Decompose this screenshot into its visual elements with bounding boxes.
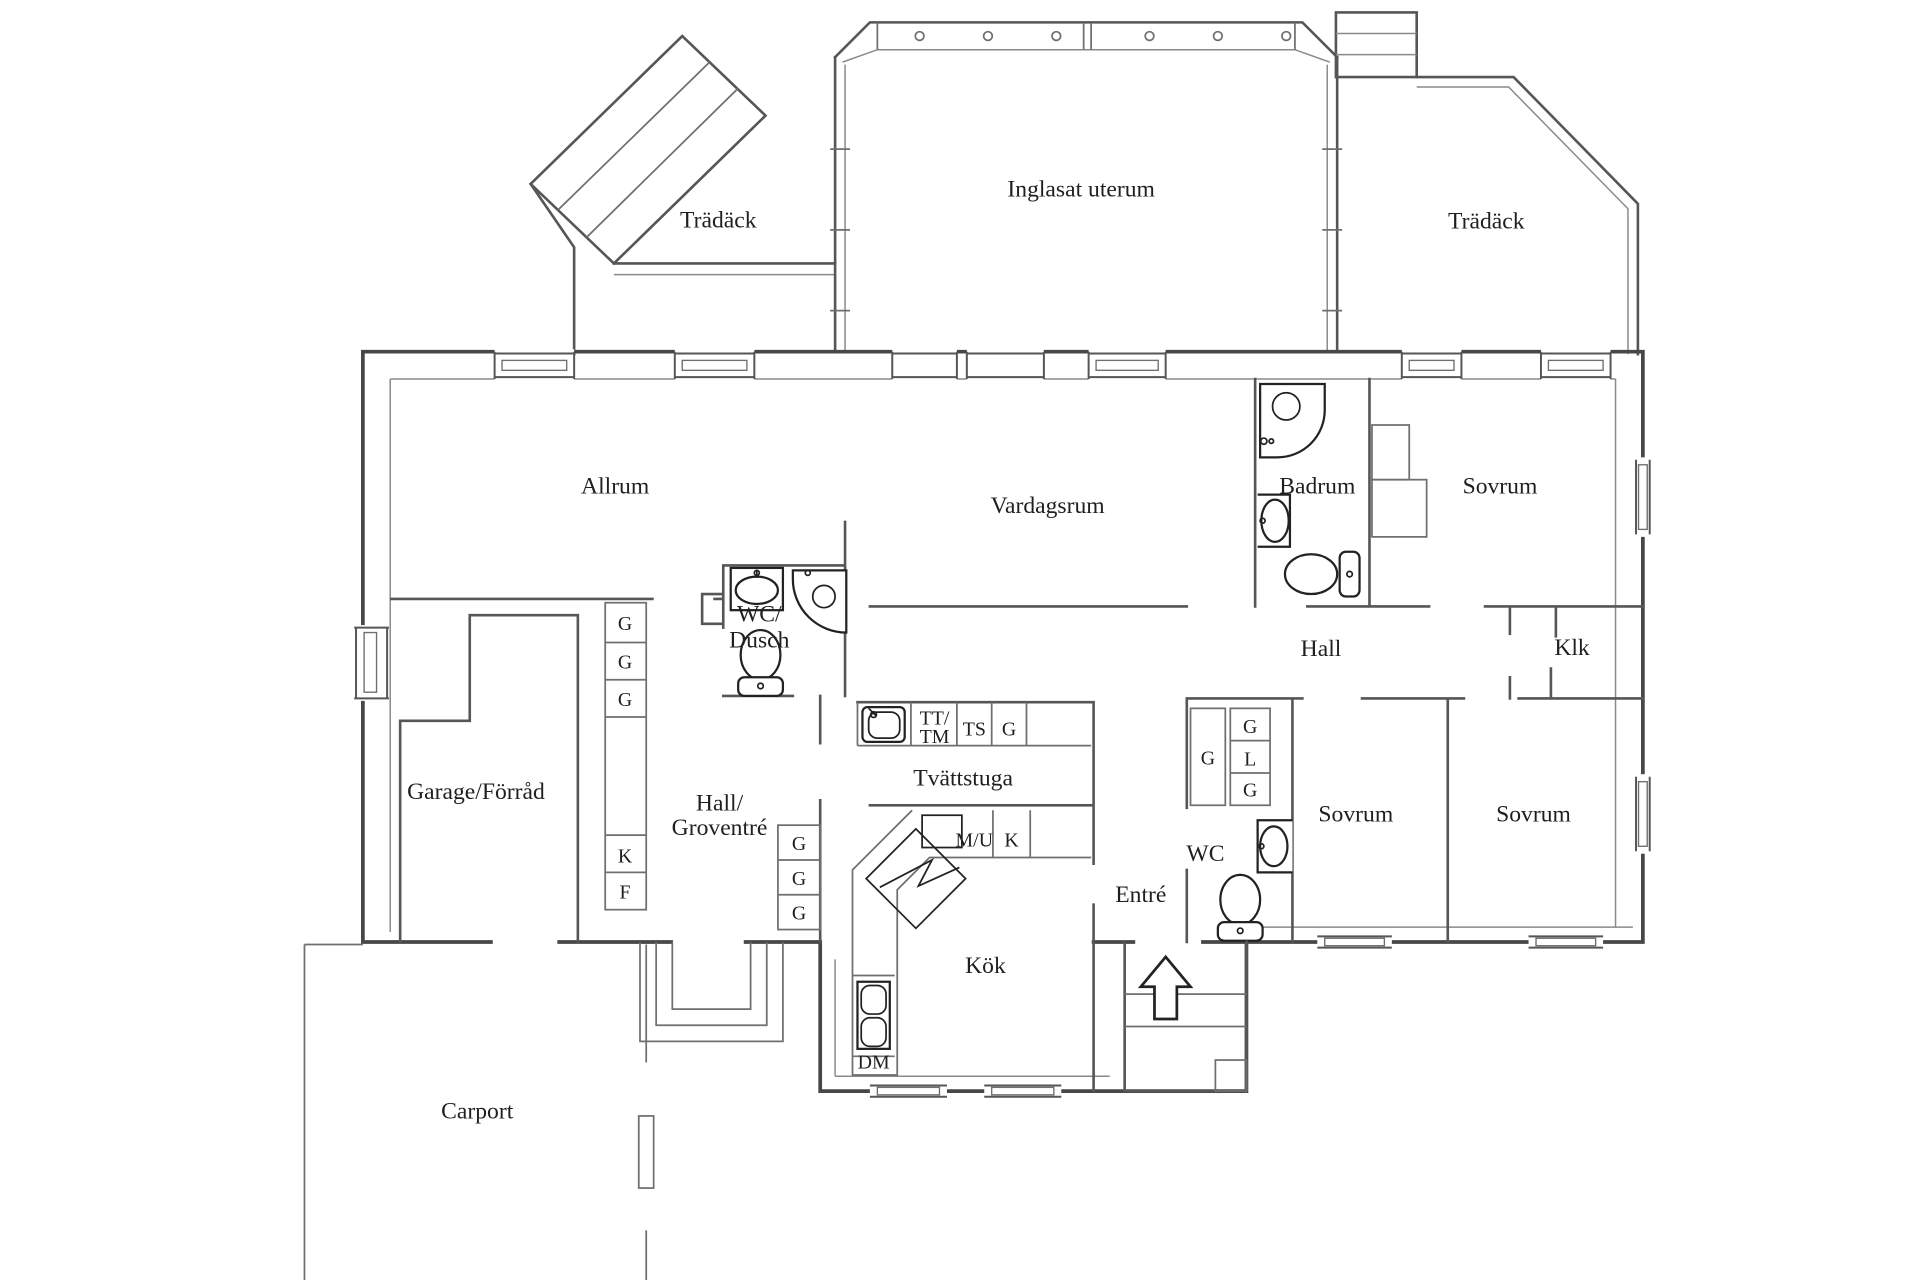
window bbox=[493, 349, 576, 382]
room-wc: G G L G WC bbox=[1186, 707, 1293, 942]
room-label-garage-forrad: Garage/Förråd bbox=[407, 779, 545, 805]
laundry-counter: TT/ TM TS G bbox=[856, 702, 1092, 748]
kitchen-counters: M/U K DM bbox=[851, 809, 1092, 1076]
room-label-kok: Kök bbox=[965, 953, 1006, 979]
toilet-icon bbox=[1216, 873, 1264, 942]
cabinet-label: K bbox=[618, 845, 633, 867]
porch-steps bbox=[639, 941, 784, 1043]
window bbox=[1634, 774, 1652, 854]
chimney bbox=[1334, 11, 1419, 79]
window bbox=[354, 625, 389, 701]
windows-top bbox=[493, 349, 1612, 382]
cabinet-label: G bbox=[618, 613, 632, 635]
cabinet-column-kitchen: G G G bbox=[777, 824, 822, 931]
entry-stairs bbox=[1123, 940, 1248, 1093]
cabinet-label: TM bbox=[920, 726, 950, 748]
room-label-tradack-left: Trädäck bbox=[680, 207, 757, 233]
oven-icon bbox=[921, 814, 963, 849]
cabinet-label: G bbox=[792, 868, 806, 890]
room-label-hall-groventre: Hall/ bbox=[696, 790, 744, 816]
cabinet-label: DM bbox=[858, 1052, 890, 1074]
window bbox=[673, 349, 756, 382]
cabinet-label: G bbox=[1201, 747, 1215, 769]
window bbox=[1528, 934, 1604, 950]
room-labels: Trädäck Inglasat uterum Trädäck Allrum V… bbox=[407, 176, 1590, 1124]
room-label-tradack-right: Trädäck bbox=[1448, 209, 1525, 235]
cabinet-label: G bbox=[792, 903, 806, 925]
entrance-arrow-icon bbox=[1137, 954, 1194, 1021]
room-label-entre: Entré bbox=[1115, 882, 1166, 908]
window bbox=[1539, 349, 1612, 382]
cabinet-column-garage: G G G K F bbox=[604, 601, 648, 911]
cabinet-label: G bbox=[792, 833, 806, 855]
cabinet-label: G bbox=[618, 689, 632, 711]
interior-walls bbox=[390, 377, 1645, 1093]
deck-left bbox=[528, 34, 837, 356]
window bbox=[984, 1083, 1062, 1099]
room-label-carport: Carport bbox=[441, 1098, 514, 1124]
cabinet-label: K bbox=[1004, 829, 1019, 851]
window bbox=[891, 349, 958, 382]
dishwasher-icon bbox=[852, 974, 895, 1058]
room-label-vardagsrum: Vardagsrum bbox=[991, 493, 1105, 519]
room-label-wc-dusch: WC/ bbox=[737, 601, 782, 627]
cabinet-label: TS bbox=[963, 719, 986, 741]
room-badrum-fixtures bbox=[1257, 382, 1361, 598]
cabinet-label: G bbox=[1243, 716, 1257, 738]
windows-sides bbox=[354, 457, 1652, 1099]
carport-walls bbox=[303, 943, 655, 1280]
shower-icon bbox=[791, 569, 848, 634]
room-label-tvattstuga: Tvättstuga bbox=[913, 765, 1013, 791]
window bbox=[965, 349, 1045, 382]
window bbox=[1634, 457, 1652, 537]
cabinet-label: F bbox=[620, 881, 631, 903]
room-label-inglasat-uterum: Inglasat uterum bbox=[1007, 176, 1155, 202]
sink-icon bbox=[729, 566, 785, 612]
room-label-hall-groventre: Groventré bbox=[672, 815, 768, 841]
room-label-sovrum-mid: Sovrum bbox=[1318, 801, 1393, 827]
toilet-icon bbox=[1283, 550, 1361, 598]
room-label-hall: Hall bbox=[1301, 636, 1342, 662]
room-label-wc: WC bbox=[1186, 841, 1224, 867]
cabinet-label: L bbox=[1244, 749, 1256, 771]
deck-right bbox=[1334, 11, 1640, 356]
room-label-allrum: Allrum bbox=[581, 473, 649, 499]
room-label-sovrum-ne: Sovrum bbox=[1463, 473, 1538, 499]
deck-ramp bbox=[528, 34, 768, 266]
sink-icon bbox=[1256, 819, 1293, 874]
room-label-klk: Klk bbox=[1554, 635, 1590, 661]
toilet-icon bbox=[737, 628, 785, 698]
cabinet-label: M/U bbox=[956, 829, 994, 851]
sink-icon bbox=[1257, 493, 1292, 548]
stove-icon bbox=[864, 827, 967, 930]
wardrobe bbox=[1371, 424, 1428, 538]
room-label-sovrum-se: Sovrum bbox=[1496, 801, 1571, 827]
window bbox=[1087, 349, 1167, 382]
sunroom-walls bbox=[830, 21, 1343, 353]
cabinet-label: G bbox=[1002, 719, 1016, 741]
room-label-badrum: Badrum bbox=[1279, 473, 1355, 499]
window bbox=[1400, 349, 1463, 382]
room-label-wc-dusch: Dusch bbox=[729, 627, 790, 653]
sink-icon bbox=[861, 705, 906, 744]
cabinet-label: G bbox=[618, 652, 632, 674]
cabinet-label: G bbox=[1243, 780, 1257, 802]
window bbox=[1317, 934, 1392, 950]
shower-icon bbox=[1258, 382, 1326, 459]
window bbox=[869, 1083, 947, 1099]
room-wc-dusch: WC/ Dusch bbox=[729, 566, 848, 698]
cabinet-label: TT/ bbox=[920, 708, 950, 730]
